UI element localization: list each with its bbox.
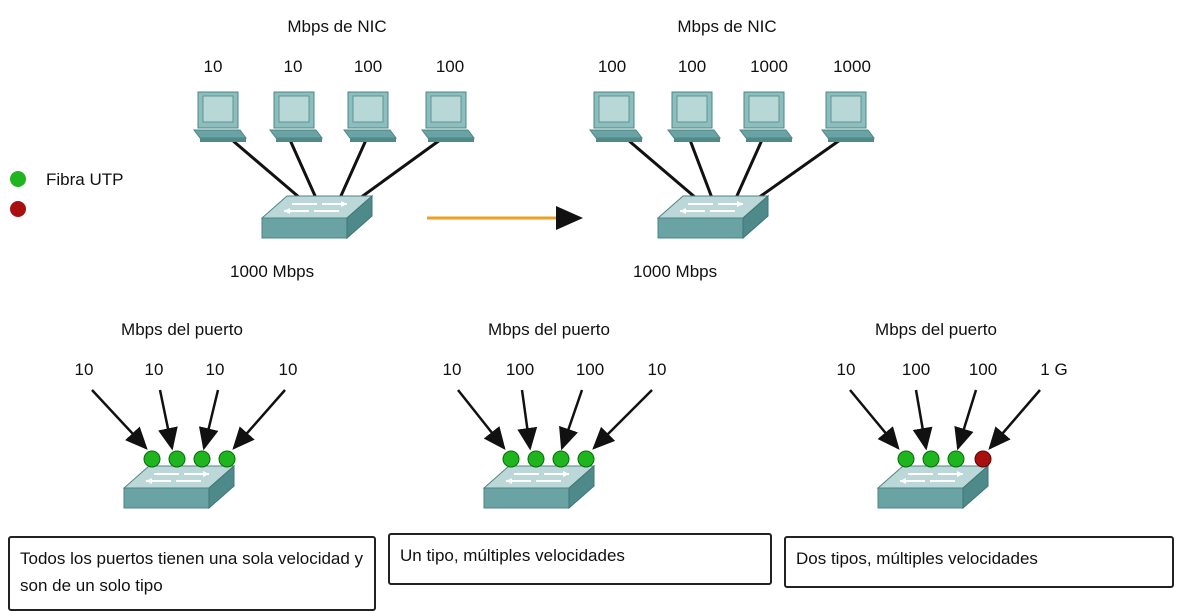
port-arrow [457,389,506,450]
port-arrow [91,389,148,450]
pc-icon [739,91,793,143]
cable [627,138,697,200]
port-speed-label: 100 [506,360,534,379]
pc-icon [193,91,247,143]
port-arrow [158,389,178,451]
port-speed-label: 10 [206,360,225,379]
switch-icon [261,195,373,239]
port-speed-label: 1 G [1040,360,1067,379]
port-led-2 [168,450,186,468]
port-arrow [849,389,900,450]
nic-title: Mbps de NIC [287,17,386,36]
port-panel-title: Mbps del puerto [875,320,997,339]
nic-title: Mbps de NIC [677,17,776,36]
port-led-3 [193,450,211,468]
top-diagram-1: Mbps de NIC 10 10 100 100 1000 Mbps [193,17,475,281]
switch-icon [483,465,595,509]
caption-text: Todos los puertos tienen una sola veloci… [20,549,364,595]
pc-icon [269,91,323,143]
switch-icon [657,195,769,239]
switch-speed-label: 1000 Mbps [633,262,717,281]
cable [688,139,714,199]
nic-speed-label: 10 [284,57,303,76]
caption-box-2: Un tipo, múltiples velocidades [388,533,772,585]
port-led-3 [947,450,965,468]
port-speed-label: 10 [648,360,667,379]
switch-speed-label: 1000 Mbps [230,262,314,281]
port-led-2 [527,450,545,468]
top-diagram-2: Mbps de NIC 100 100 1000 1000 1000 Mbps [589,17,875,281]
switch-icon [877,465,989,509]
caption-box-3: Dos tipos, múltiples velocidades [784,536,1174,588]
port-led-1 [502,450,520,468]
port-led-3 [552,450,570,468]
nic-speed-label: 100 [678,57,706,76]
port-arrow [232,389,286,450]
pc-icon [667,91,721,143]
port-led-2 [922,450,940,468]
port-speed-label: 10 [75,360,94,379]
caption-text: Dos tipos, múltiples velocidades [796,549,1038,568]
legend-dot-red [10,201,26,217]
port-speed-label: 10 [145,360,164,379]
caption-box-1: Todos los puertos tienen una sola veloci… [8,536,376,611]
legend-label-fibra-utp: Fibra UTP [46,170,123,189]
port-arrow [912,389,933,451]
cable [338,139,368,199]
pc-icon [343,91,397,143]
pc-icon [589,91,643,143]
nic-speed-label: 1000 [750,57,788,76]
port-led-4 [577,450,595,468]
port-led-4 [974,450,992,468]
port-led-1 [897,450,915,468]
nic-speed-label: 1000 [833,57,871,76]
legend-dot-green [10,171,26,187]
port-speed-label: 100 [969,360,997,379]
pc-icon [421,91,475,143]
cable [757,138,841,200]
nic-speed-label: 10 [204,57,223,76]
port-arrow [559,389,584,451]
port-speed-label: 10 [279,360,298,379]
port-arrow [198,389,220,451]
nic-speed-label: 100 [354,57,382,76]
port-arrow [517,389,538,451]
port-panel-title: Mbps del puerto [488,320,610,339]
port-panel-2: Mbps del puerto 10 100 100 10 [443,320,667,509]
port-panel-1: Mbps del puerto 10 10 10 10 [75,320,298,509]
cable [231,138,301,200]
port-speed-label: 100 [576,360,604,379]
port-arrow [954,389,978,451]
pc-icon [821,91,875,143]
port-arrow [988,389,1041,450]
port-speed-label: 100 [902,360,930,379]
port-arrow [592,389,653,450]
port-panel-3: Mbps del puerto 10 100 100 1 G [837,320,1068,509]
cable [734,139,764,199]
cable [288,139,318,199]
port-panel-title: Mbps del puerto [121,320,243,339]
caption-text: Un tipo, múltiples velocidades [400,546,625,565]
port-speed-label: 10 [443,360,462,379]
nic-speed-label: 100 [436,57,464,76]
port-led-1 [143,450,161,468]
port-led-4 [218,450,236,468]
port-speed-label: 10 [837,360,856,379]
cable [359,138,441,200]
nic-speed-label: 100 [598,57,626,76]
switch-icon [123,465,235,509]
